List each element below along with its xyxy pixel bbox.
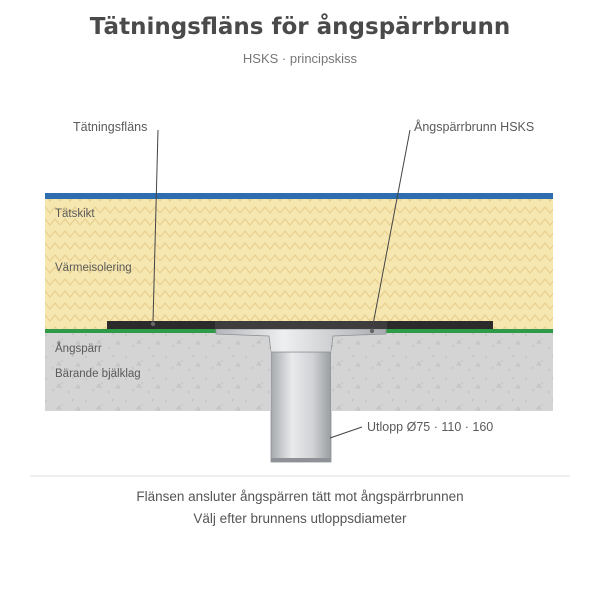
outlet-leader — [329, 426, 363, 439]
drain-label: Ångspärrbrunn HSKS — [414, 119, 534, 134]
vapor-barrier-label: Ångspärr — [55, 342, 102, 355]
outlet-pipe — [270, 351, 332, 463]
structure-label: Bärande bjälklag — [55, 368, 141, 380]
drain-leader — [371, 129, 411, 331]
diagram-title: Tätningsfläns för ångspärrbrunn — [89, 14, 511, 40]
flange-label: Tätningsfläns — [73, 120, 147, 134]
waterproofing-layer — [45, 193, 553, 199]
insulation-label: Värmeisolering — [55, 262, 132, 274]
outlet-label: Utlopp Ø75 · 110 · 160 — [367, 420, 493, 434]
caption-line-2: Välj efter brunnens utloppsdiameter — [193, 511, 407, 526]
drain-funnel — [215, 328, 387, 353]
caption-line-1: Flänsen ansluter ångspärren tätt mot ång… — [136, 489, 464, 504]
flange-leader — [152, 129, 159, 323]
waterproofing-label: Tätskikt — [55, 208, 95, 220]
diagram-subtitle: HSKS · principskiss — [242, 51, 358, 66]
